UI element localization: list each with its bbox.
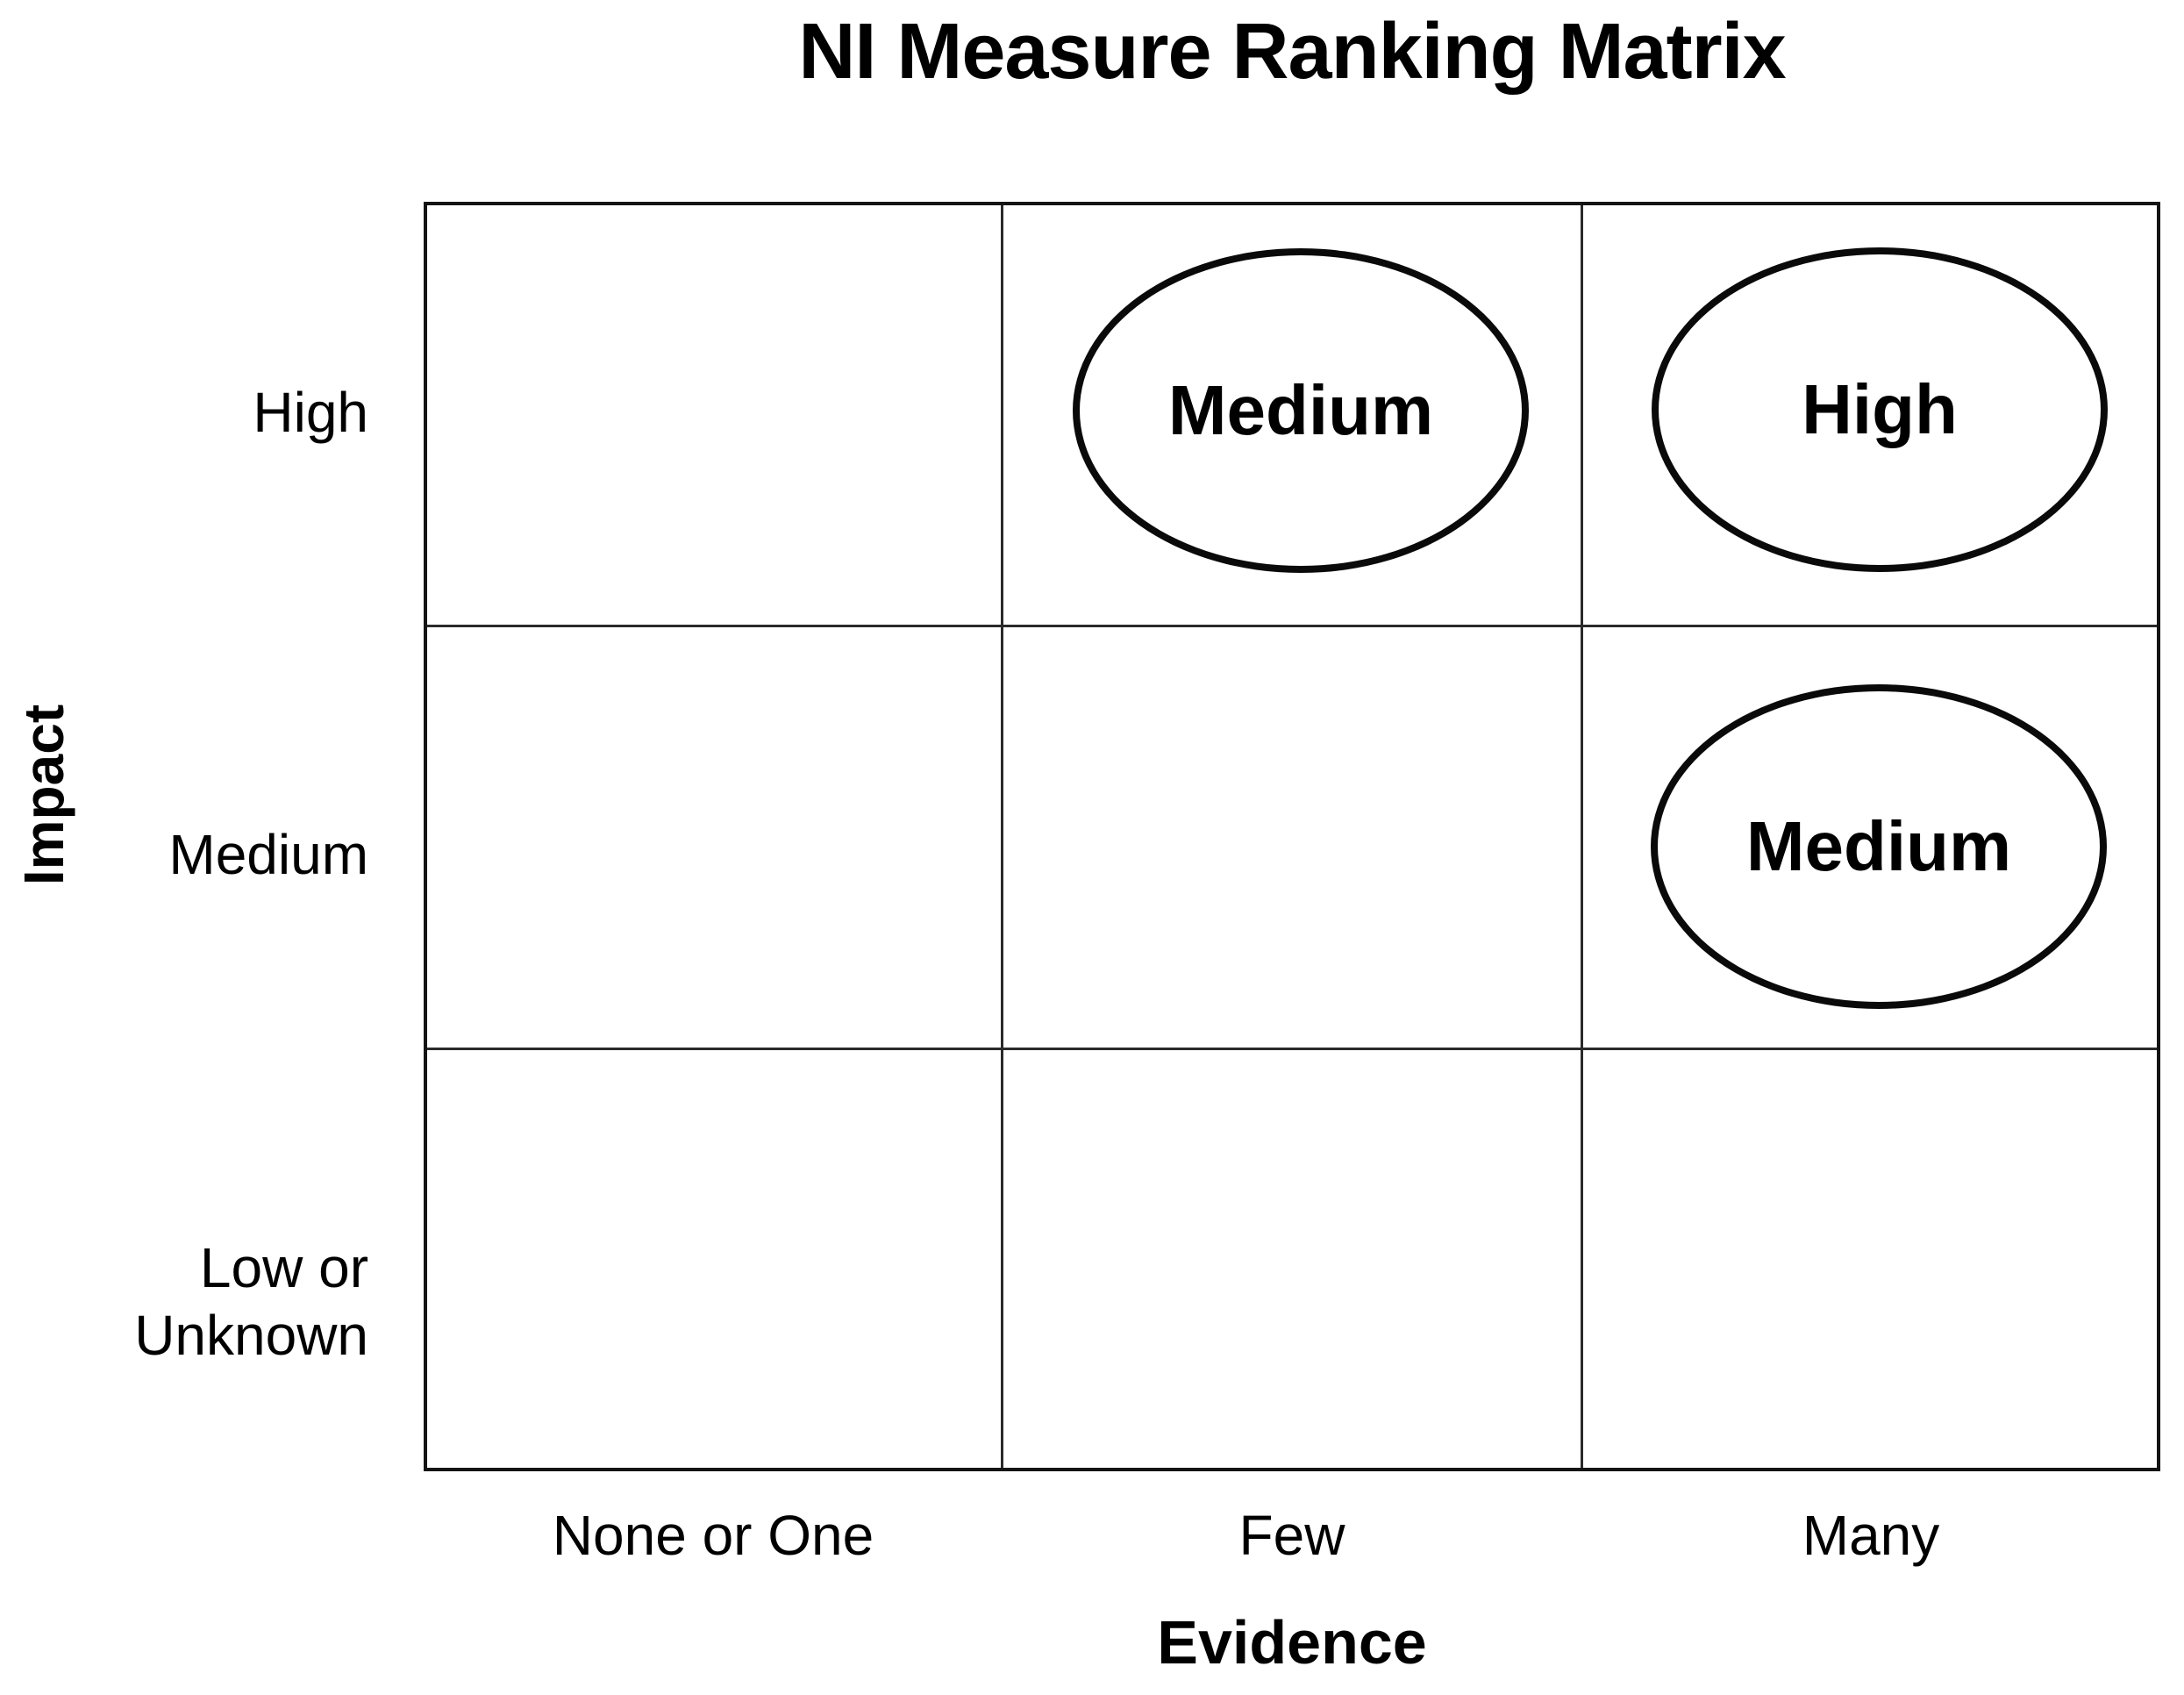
x-tick-many: Many — [1802, 1504, 1940, 1567]
grid-row-divider-2 — [427, 1048, 2157, 1050]
y-axis-title: Impact — [12, 704, 75, 886]
figure-title: NI Measure Ranking Matrix — [798, 8, 1786, 96]
x-tick-few: Few — [1238, 1504, 1345, 1567]
y-tick-low-or-unknown: Low or Unknown — [134, 1234, 368, 1370]
x-axis-title: Evidence — [1157, 1608, 1427, 1677]
y-tick-low-or-unknown-line1: Low or — [199, 1236, 368, 1299]
y-tick-medium: Medium — [168, 823, 368, 886]
y-tick-high: High — [253, 381, 368, 444]
grid-column-divider-2 — [1581, 205, 1583, 1468]
marker-label: Medium — [1167, 371, 1434, 449]
marker-ellipse-medium-impact-many-evidence: Medium — [1651, 684, 2107, 1009]
grid-column-divider-1 — [1001, 205, 1003, 1468]
marker-label: High — [1802, 370, 1958, 448]
marker-label: Medium — [1745, 807, 2012, 885]
marker-ellipse-high-impact-few-evidence: Medium — [1073, 248, 1529, 573]
marker-ellipse-high-impact-many-evidence: High — [1652, 247, 2108, 572]
y-tick-low-or-unknown-line2: Unknown — [134, 1303, 368, 1367]
grid-row-divider-1 — [427, 625, 2157, 627]
x-tick-none-or-one: None or One — [552, 1504, 874, 1567]
